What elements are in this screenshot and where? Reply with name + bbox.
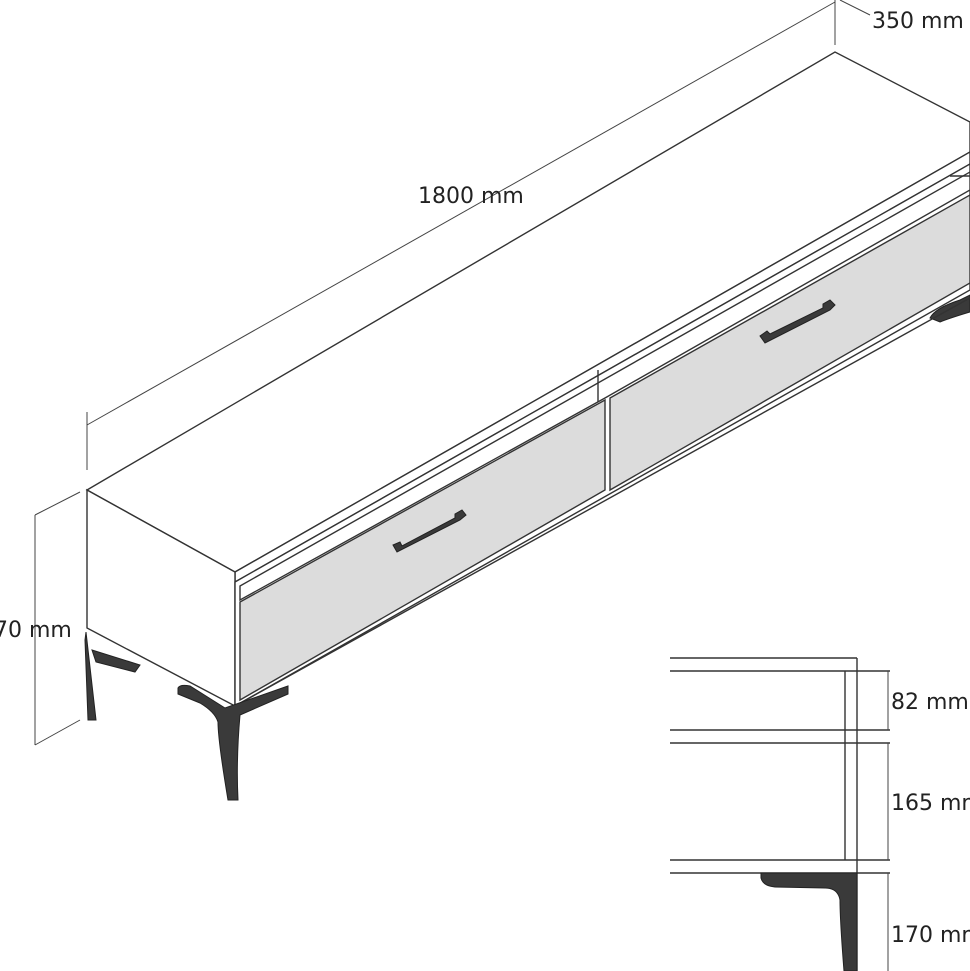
height-label: 70 mm [0, 618, 72, 643]
detail-leg-label: 170 mm [891, 923, 970, 948]
drawer-right[interactable] [609, 194, 970, 492]
detail-top-label: 82 mm [891, 690, 969, 715]
drawer-left[interactable] [239, 398, 606, 702]
width-label: 1800 mm [418, 184, 524, 209]
detail-leg [760, 872, 858, 971]
height-dimension-line [34, 491, 81, 746]
drawer-left-handle[interactable] [392, 509, 467, 553]
open-shelf [239, 171, 970, 602]
detail-middle-label: 165 mm [891, 791, 970, 816]
drawer-right-handle[interactable] [759, 299, 836, 344]
width-dimension-line [86, 0, 836, 470]
depth-label: 350 mm [872, 9, 964, 34]
front-left-leg [177, 684, 289, 801]
back-left-leg [84, 631, 141, 721]
depth-dimension-line [839, 0, 871, 16]
